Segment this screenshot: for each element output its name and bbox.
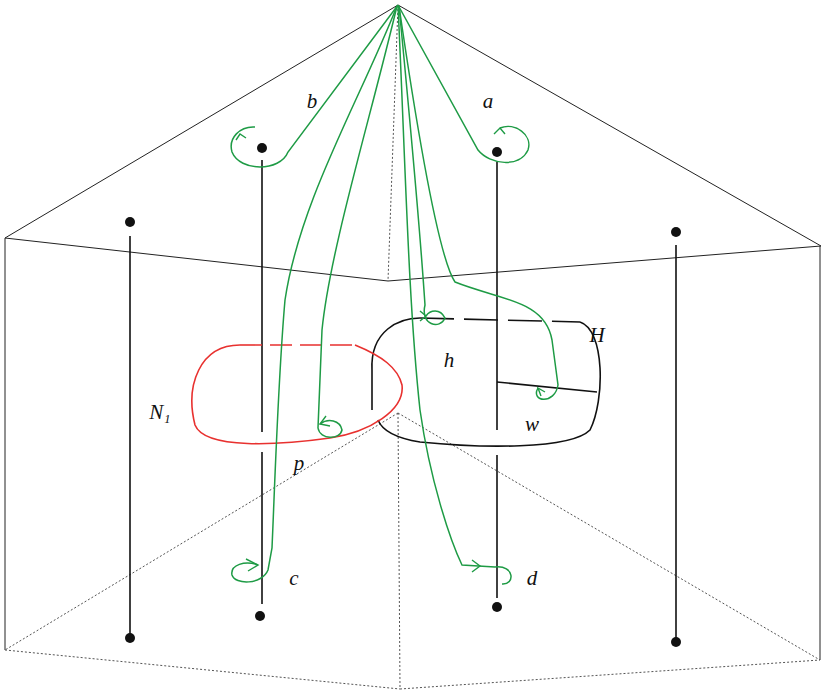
strands bbox=[130, 160, 676, 638]
curve-label: w bbox=[523, 414, 541, 435]
box-frame bbox=[5, 5, 821, 689]
curve-label: a bbox=[481, 91, 496, 112]
curve-label: b bbox=[305, 91, 320, 112]
curve-n1 bbox=[192, 345, 402, 444]
curve-label: h bbox=[442, 350, 457, 371]
curve-label: p bbox=[292, 453, 307, 474]
curve-label: N₁ bbox=[147, 402, 172, 423]
handlebody-h bbox=[372, 318, 600, 446]
curve-label: H bbox=[587, 325, 606, 346]
loops bbox=[231, 5, 558, 584]
strand-endpoints bbox=[125, 143, 681, 647]
curve-label: d bbox=[525, 568, 540, 589]
curve-label: c bbox=[287, 568, 300, 589]
